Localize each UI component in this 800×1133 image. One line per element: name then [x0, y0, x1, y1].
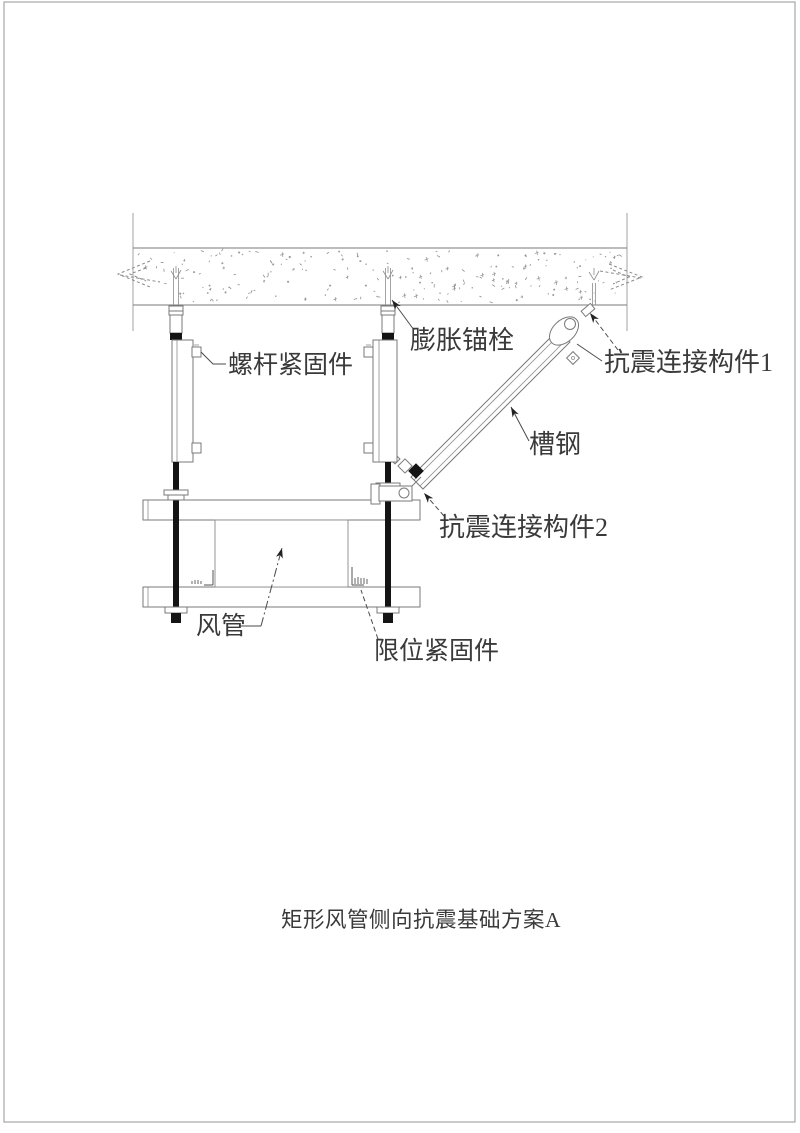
rod-fastener-clip-bottom-left — [191, 442, 202, 454]
concrete-slab — [132, 213, 628, 331]
anchor-sleeve-right — [381, 314, 395, 334]
rod-fastener-clip-bottom-right — [363, 442, 374, 454]
vertical-channel-left — [171, 339, 194, 463]
anchor-nut-left — [170, 333, 182, 340]
page-border — [3, 1, 796, 1123]
threaded-rod-left — [173, 462, 179, 613]
rod-fastener-clip-top-left — [191, 346, 202, 358]
break-mark-left — [116, 260, 161, 288]
vertical-channel-right — [372, 339, 398, 463]
label-channel-steel: 槽钢 — [529, 430, 581, 459]
bottom-hinge-connector — [370, 476, 422, 505]
label-seismic-connector-2: 抗震连接构件2 — [439, 513, 608, 542]
anchor-embed-tick-right — [382, 266, 394, 280]
concrete-stipple-texture — [137, 248, 622, 304]
label-seismic-connector-1: 抗震连接构件1 — [604, 348, 773, 377]
nut-left-bottom — [164, 606, 188, 623]
rod-fastener-clip-top-right — [363, 346, 374, 358]
bottom-hinge-pin — [398, 487, 410, 499]
hanger-right — [363, 266, 398, 463]
duct-outline — [214, 519, 349, 588]
diagonal-brace-channel — [389, 329, 581, 490]
nut-right-bottom — [376, 606, 400, 623]
leader-limit-fastener — [360, 589, 379, 640]
brace-upper-tab — [565, 350, 581, 366]
leader-duct — [240, 547, 283, 627]
limit-fastener-clip-left — [191, 570, 214, 586]
label-duct: 风管 — [196, 612, 246, 640]
leader-connector1-dashed — [589, 312, 619, 351]
anchor-embed-tick-left — [170, 266, 182, 280]
top-hinge-connector — [548, 268, 600, 346]
leader-connector1-solid — [576, 343, 603, 362]
leader-channel-steel — [510, 406, 530, 442]
washer-left-top — [163, 489, 189, 501]
brace-upper-tab-hole — [571, 356, 575, 360]
anchor-nut-right — [382, 333, 394, 340]
anchor-sleeve-left — [169, 314, 183, 334]
label-limit-fastener: 限位紧固件 — [374, 637, 499, 665]
trapeze-beam-bottom — [142, 586, 421, 608]
leader-expansion-anchor — [391, 299, 415, 331]
threaded-rod-right — [385, 462, 391, 613]
brace-clamp-plate — [397, 458, 413, 474]
caption: 矩形风管侧向抗震基础方案A — [281, 908, 561, 932]
limit-fastener-clip-right — [351, 567, 368, 586]
break-mark-right — [599, 263, 644, 291]
label-expansion-anchor: 膨胀锚栓 — [410, 326, 514, 355]
leader-connector2 — [423, 492, 445, 517]
label-rod-fastener: 螺杆紧固件 — [228, 351, 353, 379]
hanger-left — [168, 266, 202, 463]
top-hinge-pin — [564, 318, 576, 330]
leader-rod-fastener — [200, 351, 226, 365]
